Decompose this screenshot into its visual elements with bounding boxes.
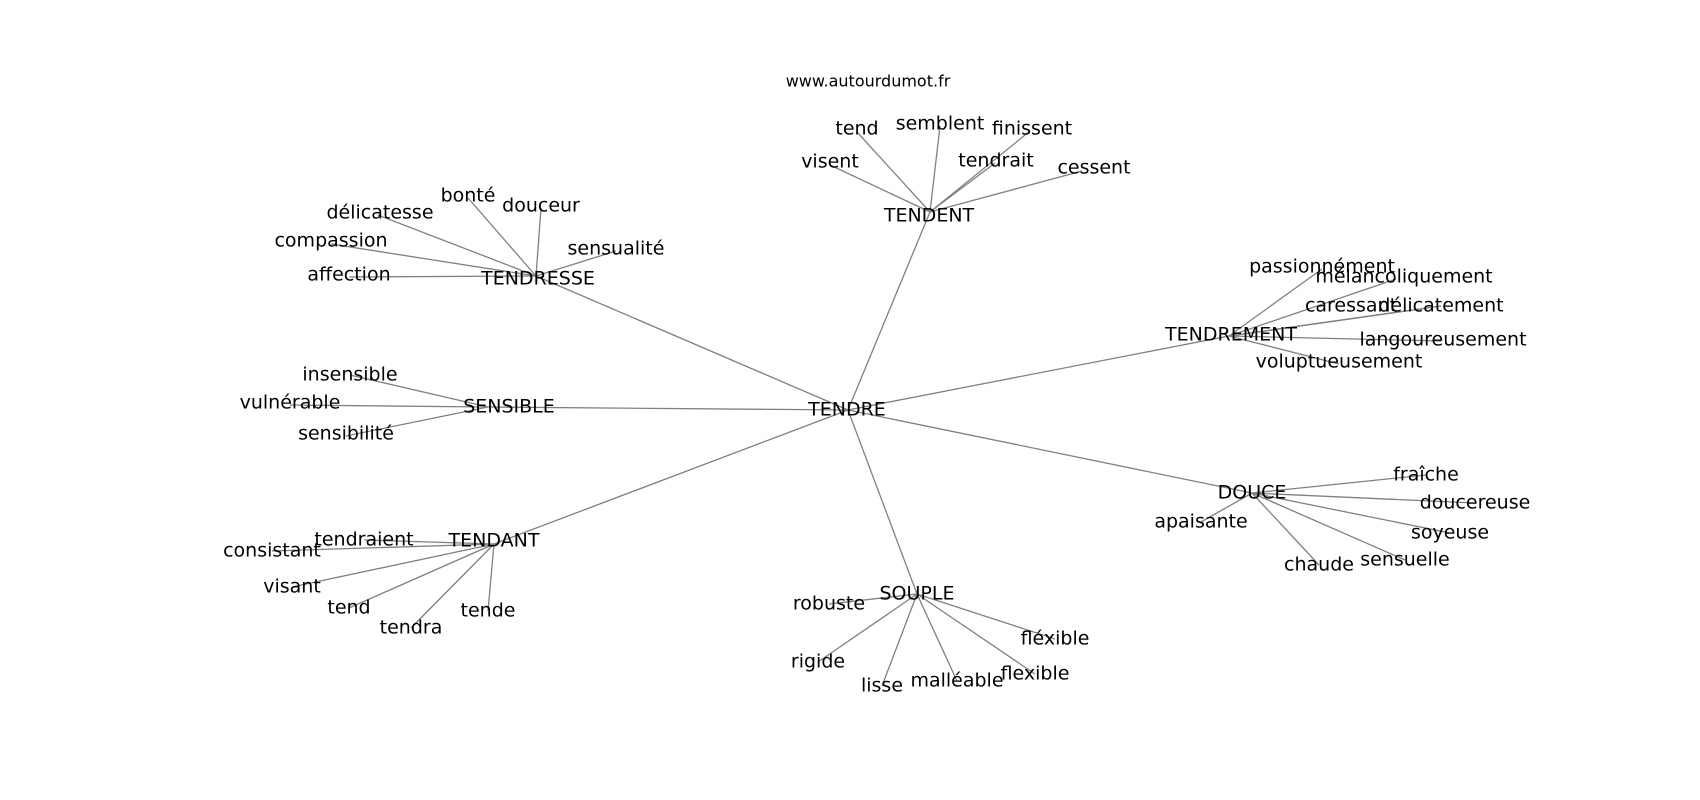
word-node: visent [801, 151, 859, 173]
edge-tendent-word [929, 170, 1083, 213]
hub-node-souple: SOUPLE [880, 583, 955, 605]
edge-souple-word [916, 593, 1056, 640]
edge-tendre-tendent [847, 211, 931, 411]
edge-sensible-word [345, 406, 489, 437]
edge-tendrement-word [1228, 278, 1397, 337]
word-node: apaisante [1154, 511, 1247, 533]
edge-douce-word [1251, 474, 1427, 494]
word-node: doucereuse [1420, 492, 1531, 514]
word-node: semblent [896, 113, 985, 135]
word-node: tende [461, 600, 516, 622]
edge-tendent-word [929, 125, 941, 213]
word-node: langoureusement [1359, 329, 1526, 351]
word-node: mélancoliquement [1315, 266, 1492, 288]
word-node: sensibilité [298, 423, 394, 445]
edge-tendent-word [929, 130, 1031, 213]
edge-tendre-tendrement [847, 335, 1230, 411]
edge-douce-word [1251, 492, 1406, 561]
edge-douce-word [1251, 492, 1476, 504]
center-node: TENDRE [807, 399, 886, 421]
word-node: soyeuse [1411, 522, 1489, 544]
word-node: bonté [441, 185, 496, 207]
word-node: sensuelle [1360, 549, 1450, 571]
edge-douce-word [1251, 492, 1320, 566]
edge-tendent-word [829, 164, 931, 213]
edge-souple-word [881, 593, 918, 687]
edge-tendresse-word [535, 250, 617, 277]
edge-sensible-word [289, 404, 489, 408]
hub-node-tendant: TENDANT [448, 530, 540, 552]
edge-souple-word [817, 593, 918, 663]
word-node: chaude [1284, 554, 1354, 576]
word-node: visant [263, 576, 321, 598]
edge-tendrement-word [1228, 335, 1340, 365]
edge-tendresse-word [377, 214, 537, 277]
edge-tendre-douce [847, 409, 1253, 494]
word-node: délicatement [1378, 295, 1503, 317]
graph-labels: www.autourdumot.fr TENDENT tend semblent fi… [223, 72, 1530, 697]
hub-node-tendrement: TENDREMENT [1164, 324, 1297, 346]
word-node: affection [307, 264, 390, 286]
edge-tendant-word [487, 543, 495, 612]
word-node: compassion [274, 230, 387, 252]
edge-tendresse-word [348, 275, 537, 278]
word-node: tend [835, 118, 878, 140]
word-node: robuste [793, 593, 865, 615]
word-node: cessent [1057, 157, 1130, 179]
word-node: vulnérable [240, 392, 341, 414]
hub-node-tendent: TENDENT [883, 205, 975, 227]
edge-tendre-tendant [493, 409, 849, 545]
edge-tendant-word [410, 543, 495, 629]
word-node: insensible [302, 364, 397, 386]
word-node: tendraient [314, 529, 413, 551]
edge-tendent-word [856, 131, 931, 213]
hub-node-sensible: SENSIBLE [463, 396, 555, 418]
word-node: douceur [502, 195, 580, 217]
word-node: finissent [992, 118, 1072, 140]
word-node: tendrait [958, 150, 1033, 172]
edge-tendresse-word [535, 207, 542, 277]
word-node: caressant [1305, 295, 1397, 317]
edge-tendant-word [363, 539, 495, 545]
edge-tendent-word [929, 162, 996, 213]
word-node: délicatesse [326, 202, 433, 224]
edge-tendresse-word [467, 197, 537, 277]
edge-douce-word [1200, 492, 1253, 523]
edge-tendresse-word [330, 243, 537, 277]
graph-edges [271, 125, 1476, 687]
edge-tendre-tendresse [535, 275, 849, 411]
edge-tendre-souple [847, 409, 918, 595]
edge-souple-word [916, 593, 1036, 675]
hub-node-douce: DOUCE [1218, 482, 1287, 504]
edge-souple-word [828, 593, 918, 605]
edge-tendrement-word [1228, 268, 1323, 337]
word-node: flexible [1001, 663, 1070, 685]
word-node: fléxible [1021, 628, 1090, 650]
word-node: lisse [861, 675, 903, 697]
edge-tendrement-word [1228, 305, 1442, 337]
word-node: rigide [791, 651, 845, 673]
edge-douce-word [1251, 492, 1451, 534]
edge-tendre-sensible [487, 406, 849, 411]
edge-tendrement-word [1228, 335, 1442, 342]
edge-tendant-word [271, 543, 495, 552]
word-node: fraîche [1393, 464, 1459, 486]
word-node: voluptueusement [1256, 351, 1423, 373]
word-node: passionnément [1249, 256, 1395, 278]
edge-tendant-word [348, 543, 495, 609]
edge-sensible-word [349, 374, 489, 408]
hub-node-tendresse: TENDRESSE [480, 268, 595, 290]
word-node: consistant [223, 540, 321, 562]
word-node: malléable [910, 670, 1003, 692]
site-label: www.autourdumot.fr [786, 72, 951, 91]
word-node: sensualité [568, 238, 665, 260]
edge-tendant-word [291, 543, 495, 588]
edge-souple-word [916, 593, 958, 682]
word-node: tendra [380, 617, 443, 639]
word-node: tend [327, 597, 370, 619]
